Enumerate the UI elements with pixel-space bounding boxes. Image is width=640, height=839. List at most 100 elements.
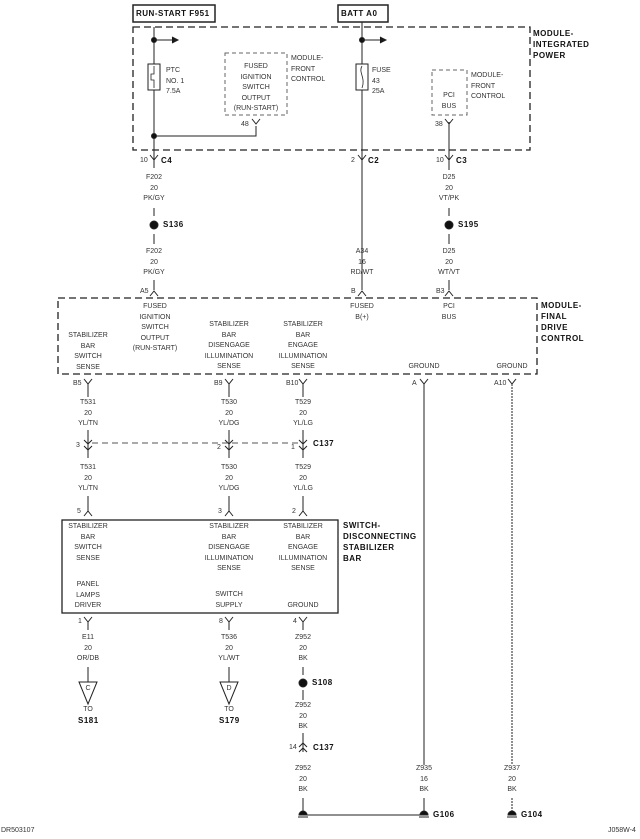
ref-to-2: TO (224, 706, 234, 713)
fdc-output-forks (83, 378, 517, 397)
wire-t536: T536 20 YL/WT (218, 634, 240, 662)
c137-segments (83, 430, 308, 458)
pin-38: 38 (435, 121, 443, 128)
wire-a34: A34 16 RD/WT (350, 248, 374, 276)
connector-pin-48 (251, 118, 261, 125)
pin-b: B (351, 288, 356, 295)
fdc-engage: STABILIZER BAR ENGAGE ILLUMINATION SENSE (278, 321, 328, 370)
splice-s136-dot (149, 220, 159, 230)
fdc-fused-b: FUSED B(+) (350, 303, 374, 321)
ref-d-letter: D (226, 685, 232, 692)
batt-a0-label: BATT A0 (341, 9, 378, 18)
pci-module-label: MODULE- FRONT CONTROL (471, 72, 506, 100)
switch-output-forks (83, 616, 308, 630)
fdc-fused-ignition: FUSED IGNITION SWITCH OUTPUT (RUN-START) (132, 303, 178, 352)
wire-z937: Z937 20 BK (504, 765, 520, 793)
fdc-pci-bus: PCI BUS (441, 303, 457, 321)
ptc-element (150, 66, 155, 88)
fcm-dashed-box (224, 52, 288, 116)
c137-label-2: C137 (313, 743, 335, 752)
switch-engage: STABILIZER BAR ENGAGE ILLUMINATION SENSE (278, 523, 328, 572)
pin-b9: B9 (214, 380, 223, 387)
c2-pin: 2 (351, 157, 355, 164)
splice-s108-dot (298, 678, 308, 688)
connector-b3-icon (444, 290, 454, 297)
switch-pin-3: 3 (218, 508, 222, 515)
switch-box (61, 519, 339, 614)
connector-c3-icon (444, 154, 454, 161)
switch-ground: GROUND (287, 602, 319, 609)
pin-a5: A5 (140, 288, 149, 295)
run-start-wire (153, 27, 257, 160)
footer-left-id: DR503107 (1, 827, 35, 834)
connector-c2-icon (357, 154, 367, 161)
wire-t530-bottom: T530 20 YL/DG (218, 464, 240, 492)
c137-pin-2: 2 (217, 444, 221, 451)
switch-pin-5: 5 (77, 508, 81, 515)
ref-s181-link[interactable]: S181 (78, 716, 99, 725)
fdc-ground-2: GROUND (496, 363, 528, 370)
switch-title: SWITCH- DISCONNECTING STABILIZER BAR (343, 521, 417, 563)
ground-g104-label: G104 (521, 810, 543, 819)
c3-label: C3 (456, 156, 468, 165)
fdc-title: MODULE- FINAL DRIVE CONTROL (541, 301, 585, 343)
wire-z935: Z935 16 BK (416, 765, 432, 793)
connector-b-icon (357, 290, 367, 297)
fuse-icon (355, 63, 369, 91)
pin-a: A (412, 380, 417, 387)
fdc-switch-sense: STABILIZER BAR SWITCH SENSE (68, 332, 108, 371)
pin-b10: B10 (286, 380, 299, 387)
wire-t529-bottom: T529 20 YL/LG (293, 464, 313, 492)
switch-pin-8: 8 (219, 618, 223, 625)
splice-s108-label: S108 (312, 678, 333, 687)
c137-pin-14: 14 (289, 744, 297, 751)
fcm-output-label: FUSED IGNITION SWITCH OUTPUT (RUN-START) (233, 63, 279, 112)
pci-bus-label: PCI BUS (441, 92, 457, 110)
switch-disengage: STABILIZER BAR DISENGAGE ILLUMINATION SE… (204, 523, 254, 572)
pci-dashed-box (431, 69, 468, 116)
switch-sense: STABILIZER BAR SWITCH SENSE (68, 523, 108, 562)
ipm-module-boundary (132, 26, 531, 151)
fdc-module-boundary (57, 297, 538, 375)
wire-z952-top: Z952 20 BK (295, 634, 311, 662)
switch-supply: SWITCH SUPPLY (215, 591, 243, 609)
ref-s179-link[interactable]: S179 (219, 716, 240, 725)
c137-pin-3: 3 (76, 442, 80, 449)
z952-wire (298, 667, 308, 812)
connector-a5-icon (149, 290, 159, 297)
wire-f202-top: F202 20 PK/GY (143, 174, 165, 202)
pin-b3: B3 (436, 288, 445, 295)
ground-symbol-icons (298, 810, 517, 818)
splice-s195-label: S195 (458, 220, 479, 229)
switch-panel-lamps: PANEL LAMPS DRIVER (74, 581, 102, 609)
c4-pin: 10 (140, 157, 148, 164)
splice-s195-dot (444, 220, 454, 230)
wire-z952-bottom: Z952 20 BK (295, 765, 311, 793)
wire-t531-top: T531 20 YL/TN (78, 399, 98, 427)
connector-c4-icon (149, 154, 159, 168)
ref-c-triangle-icon (78, 681, 98, 706)
ref-d-triangle-icon (219, 681, 239, 706)
fdc-ground-1: GROUND (408, 363, 440, 370)
junction-dot (151, 133, 157, 139)
ground-g106-label: G106 (433, 810, 455, 819)
fuse-element (360, 65, 364, 89)
ref-to-1: TO (83, 706, 93, 713)
footer-right-id: J058W-4 (608, 827, 636, 834)
pin-a10: A10 (494, 380, 507, 387)
wire-e11: E11 20 OR/DB (76, 634, 100, 662)
ipm-title: MODULE- INTEGRATED POWER (533, 29, 590, 60)
switch-pin-1: 1 (78, 618, 82, 625)
c137-label: C137 (313, 439, 335, 448)
c137-pin-1: 1 (291, 444, 295, 451)
pin-48: 48 (241, 121, 249, 128)
wire-z952-middle: Z952 20 BK (295, 702, 311, 730)
switch-input-forks (83, 496, 308, 517)
wire-t530-top: T530 20 YL/DG (218, 399, 240, 427)
run-start-box (132, 4, 216, 23)
wire-d25-bottom: D25 20 WT/VT (438, 248, 460, 276)
pin-b5: B5 (73, 380, 82, 387)
run-start-f951-label: RUN-START F951 (136, 9, 210, 18)
wire-d25-top: D25 20 VT/PK (438, 174, 460, 202)
